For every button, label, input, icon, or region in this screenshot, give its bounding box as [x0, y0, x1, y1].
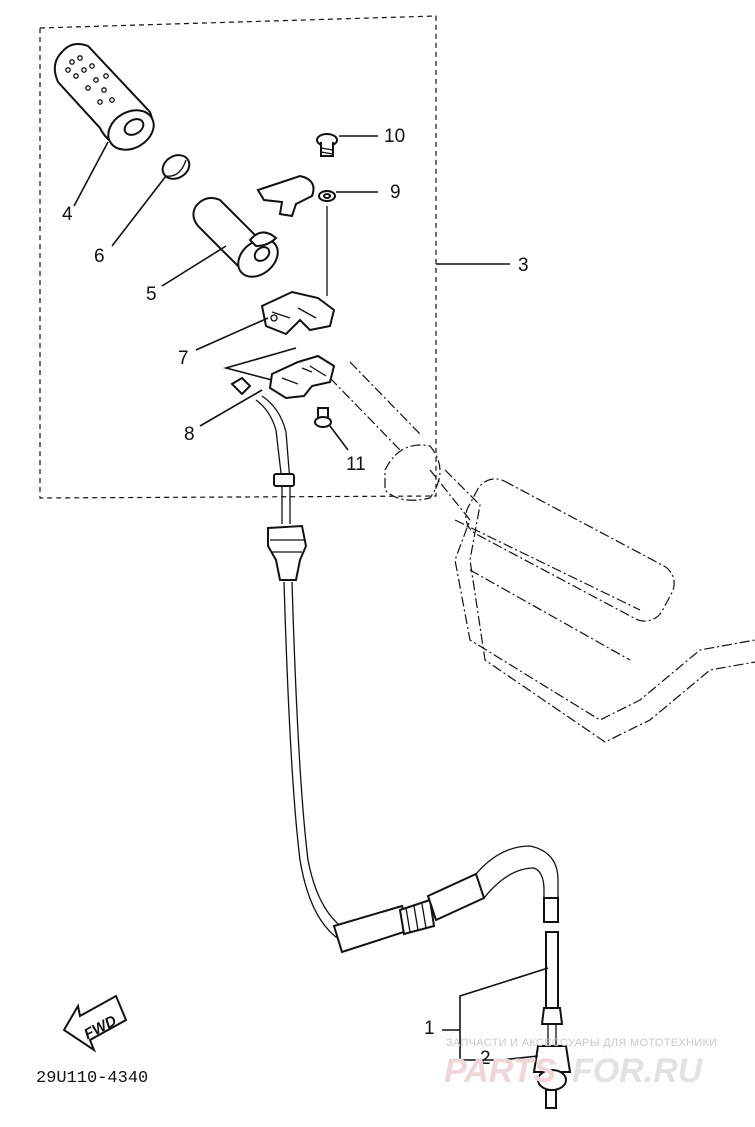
- watermark-brand-right: FOR.RU: [572, 1052, 704, 1090]
- cable-end-nut: [230, 376, 252, 396]
- grip-end-cap: [161, 154, 191, 180]
- watermark: ЗАПЧАСТИ И АКСЕССУАРЫ ДЛЯ МОТОТЕХНИКИ PA…: [444, 1037, 717, 1090]
- screw-part-10: [316, 133, 338, 157]
- diagram-code: 29U110-4340: [36, 1069, 148, 1088]
- callout-3: 3: [518, 255, 529, 276]
- watermark-tagline: ЗАПЧАСТИ И АКСЕССУАРЫ ДЛЯ МОТОТЕХНИКИ: [446, 1037, 717, 1049]
- callout-8: 8: [184, 424, 195, 445]
- callout-2: 2: [480, 1048, 491, 1069]
- screw-part-11: [314, 407, 332, 428]
- callout-7: 7: [178, 348, 189, 369]
- callout-5: 5: [146, 284, 157, 305]
- callout-10: 10: [384, 126, 405, 147]
- cable-holder-bracket: [256, 174, 315, 218]
- grip-part: [53, 43, 155, 151]
- throttle-cable: [255, 395, 559, 954]
- watermark-brand-left: PARTS: [444, 1052, 556, 1090]
- upper-housing: [260, 290, 336, 336]
- callout-9: 9: [390, 182, 401, 203]
- assembly-boundary: [39, 15, 437, 499]
- handlebar-outline: [329, 361, 755, 743]
- forward-arrow: FWD: [62, 994, 128, 1053]
- callout-1: 1: [424, 1018, 435, 1039]
- callout-4: 4: [62, 204, 73, 225]
- washer-part-9: [318, 190, 336, 202]
- lower-housing: [268, 354, 336, 400]
- throttle-tube: [192, 197, 279, 278]
- leader-lines: [73, 135, 549, 1061]
- lower-cable-end: [532, 931, 572, 1109]
- callout-11: 11: [346, 454, 366, 475]
- callout-6: 6: [94, 246, 105, 267]
